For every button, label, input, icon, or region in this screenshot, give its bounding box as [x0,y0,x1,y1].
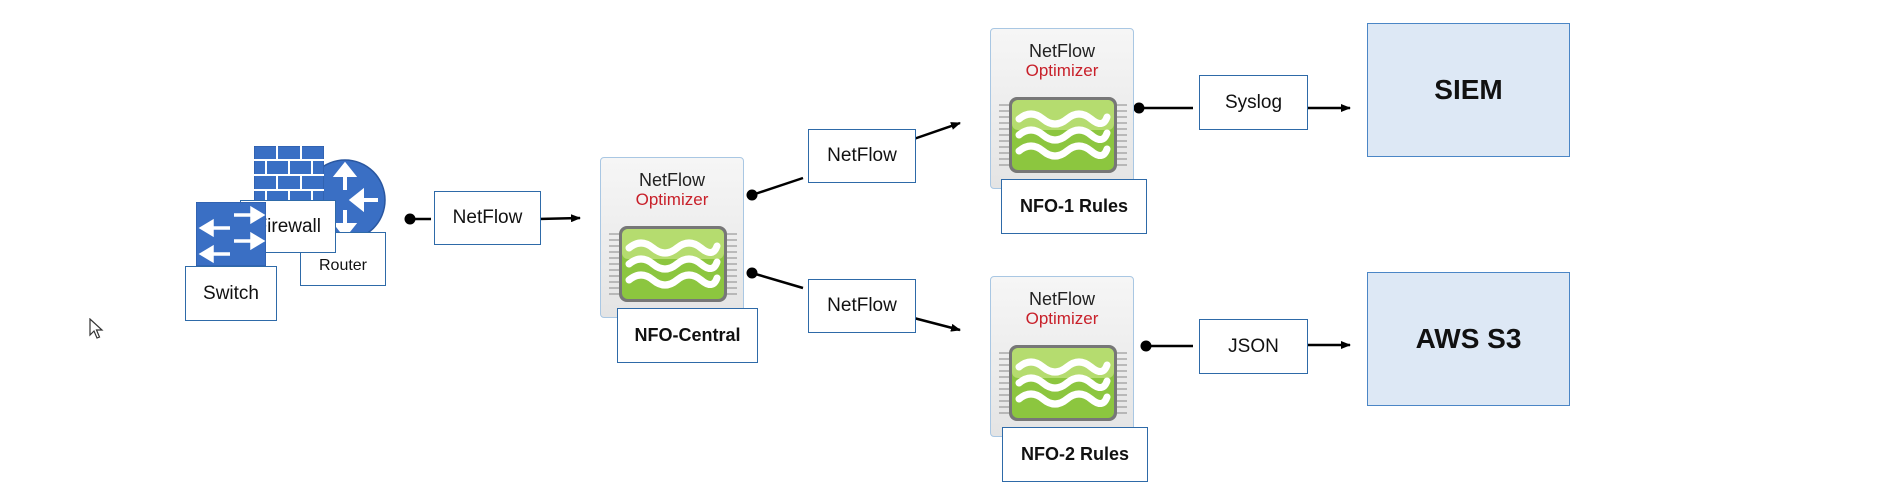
aws-s3-label: AWS S3 [1415,323,1522,354]
nfo-2-title: NetFlow [1028,289,1095,309]
nfo-1-label-box: NFO-1 Rules [1001,179,1147,234]
firewall-label-box: Firewall [240,200,336,253]
nfo-2-appliance: NetFlow Optimizer [990,276,1134,437]
netflow-upper-label: NetFlow [827,145,897,166]
ingest-dot [404,213,416,225]
firewall-icon [254,146,324,204]
nfo-central-label-box: NFO-Central [617,308,758,363]
netflow-ingest-box: NetFlow [434,191,541,245]
siem-label: SIEM [1434,74,1503,105]
upper-line-b [907,121,961,143]
json-box: JSON [1199,319,1308,374]
netflow-ingest-label: NetFlow [452,207,523,228]
switch-label-box: Switch [185,266,277,321]
netflow-upper-box: NetFlow [808,129,916,183]
nfo-2-label: NFO-2 Rules [1020,444,1130,464]
aws-s3-destination: AWS S3 [1367,272,1570,406]
lower-dot [746,267,758,279]
upper-line-a [751,176,804,197]
upper-dot [746,189,758,201]
optimizer-chip-icon [609,226,737,302]
switch-icon [196,202,266,266]
nfo-central-title: NetFlow [638,170,705,190]
optimizer-chip-icon [999,345,1127,421]
syslog-label: Syslog [1224,91,1283,113]
json-label: JSON [1228,335,1279,357]
syslog-dot [1133,102,1145,114]
nfo-1-title: NetFlow [1028,41,1095,61]
ingest-line-b [537,214,581,223]
optimizer-chip-icon [999,97,1127,173]
firewall-label: Firewall [255,215,321,237]
nfo-2-subtitle: Optimizer [1025,309,1099,328]
netflow-lower-box: NetFlow [808,279,916,333]
nfo-central-label: NFO-Central [634,325,741,345]
nfo-central-subtitle: Optimizer [635,190,709,209]
mouse-pointer-icon [89,318,104,339]
syslog-box: Syslog [1199,75,1308,130]
nfo-central-appliance: NetFlow Optimizer [600,157,744,318]
router-label: Router [318,257,368,274]
lower-line-b [909,315,961,332]
lower-line-a [751,271,804,290]
netflow-lower-label: NetFlow [827,295,897,316]
json-dot [1140,340,1152,352]
nfo-1-subtitle: Optimizer [1025,61,1099,80]
switch-label: Switch [203,282,259,304]
siem-destination: SIEM [1367,23,1570,157]
nfo-1-appliance: NetFlow Optimizer [990,28,1134,189]
nfo-1-label: NFO-1 Rules [1019,196,1129,216]
nfo-2-label-box: NFO-2 Rules [1002,427,1148,482]
